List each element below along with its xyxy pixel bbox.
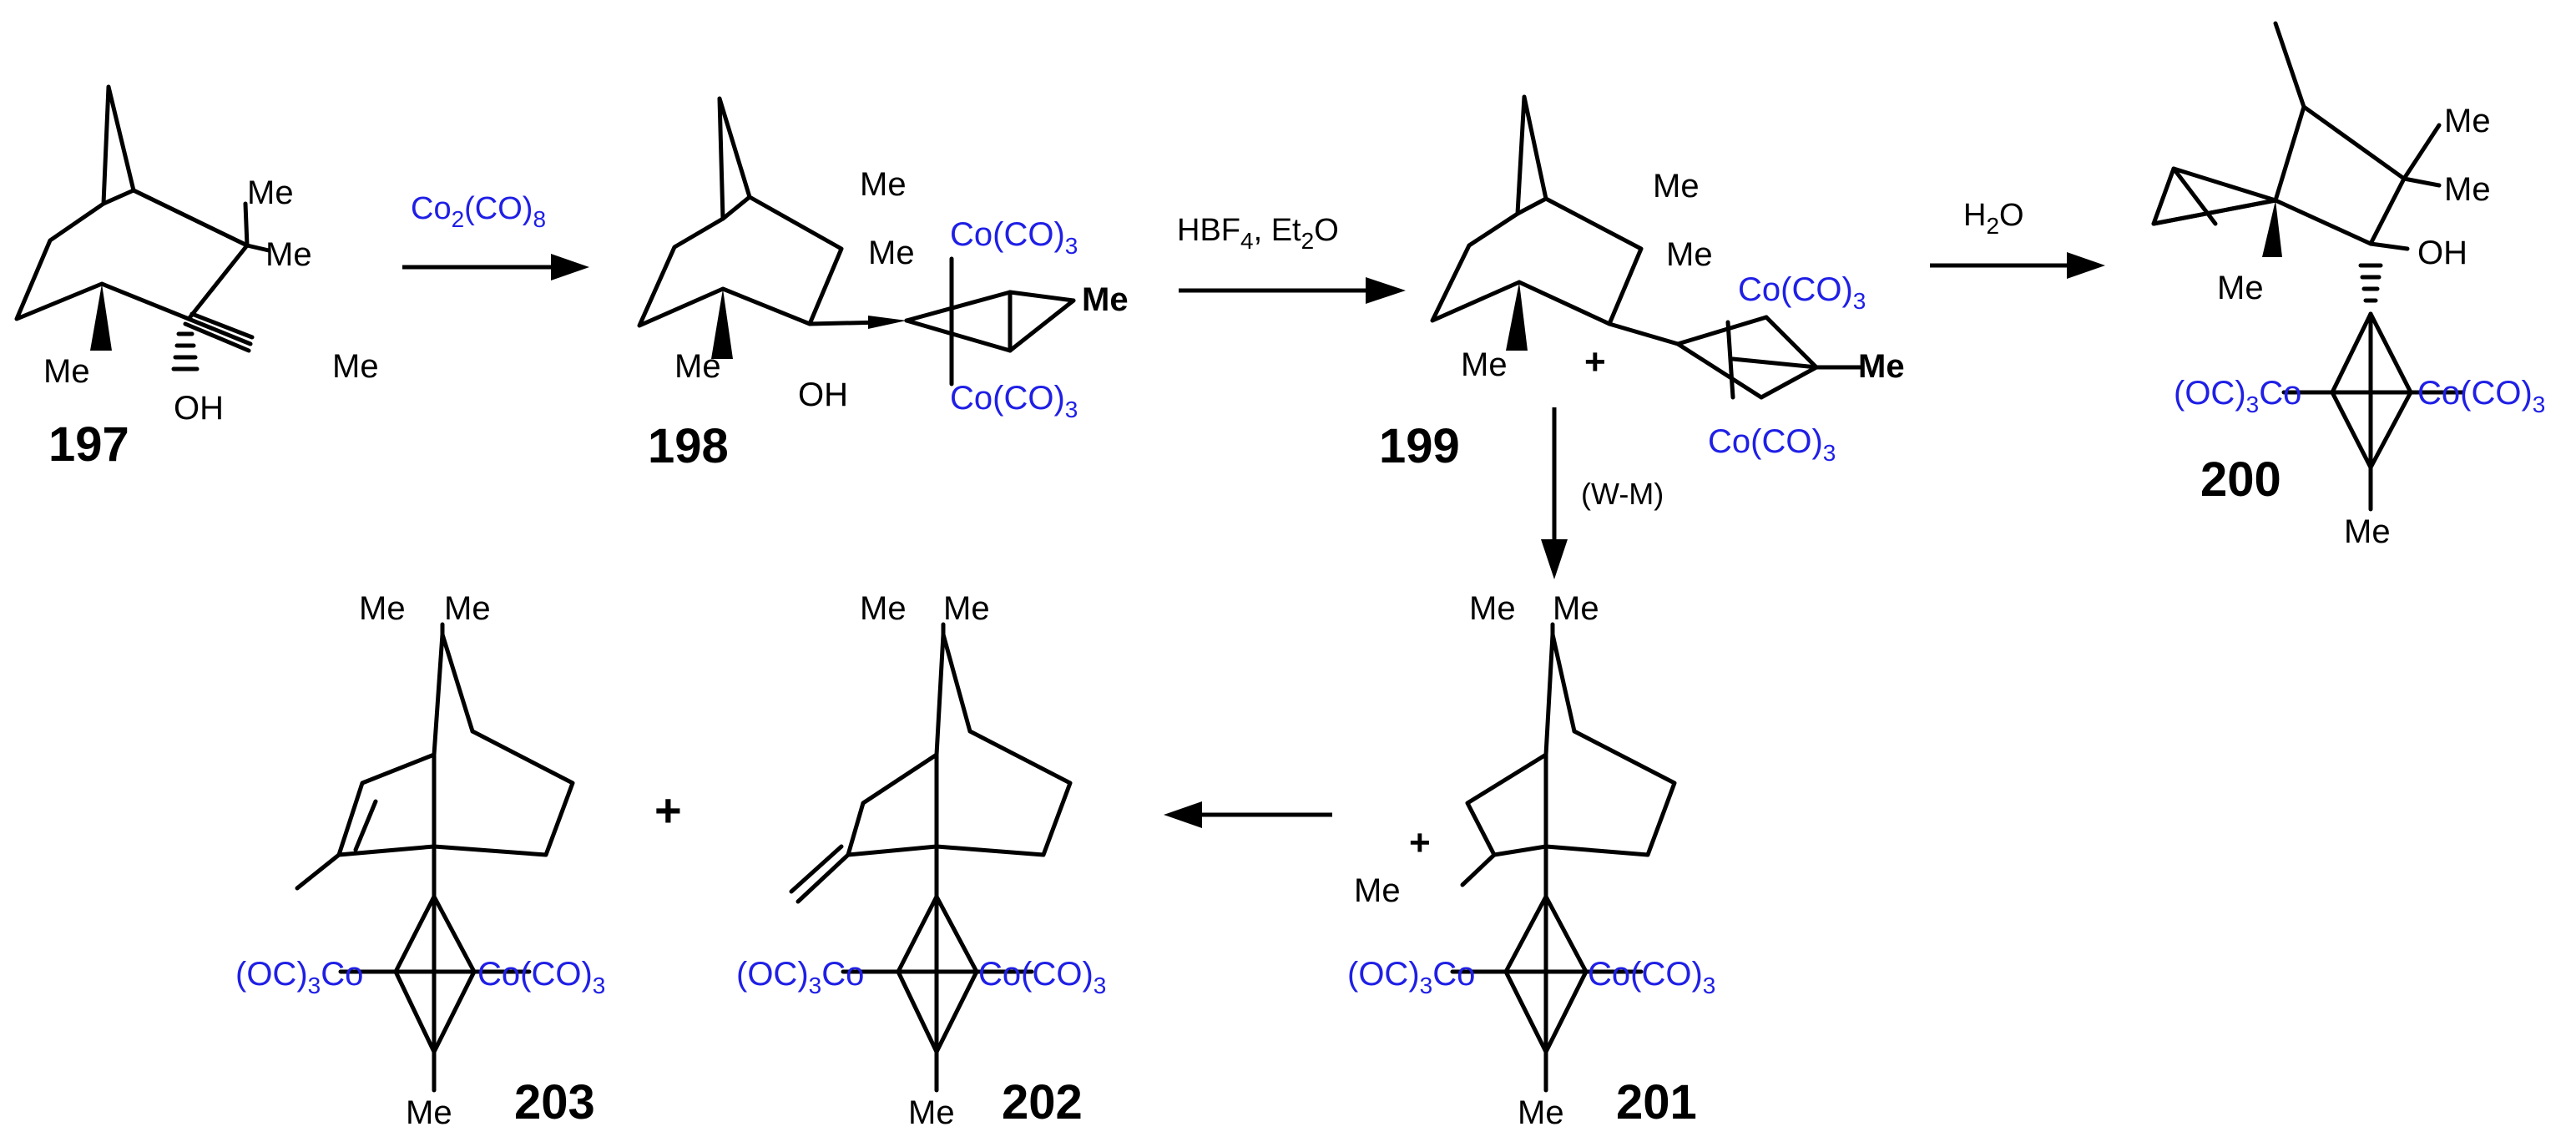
compound-197-me-top: Me: [247, 174, 294, 211]
arrow-198-to-199-head: [1366, 277, 1406, 304]
compound-198-co-bottom: Co(CO)3: [950, 380, 1078, 422]
compound-199-me-bridgehead: Me: [1461, 346, 1508, 383]
compound-199-co-top: Co(CO)3: [1738, 271, 1866, 314]
compound-203-me-top-left: Me: [359, 590, 406, 627]
compound-202-co-left: (OC)3Co: [736, 956, 864, 998]
compound-203-co-right: Co(CO)3: [477, 956, 605, 998]
compound-197-me-bridgehead: Me: [43, 353, 90, 390]
compound-203-label: 203: [514, 1075, 595, 1129]
compound-199-me-top: Me: [1653, 168, 1700, 205]
compound-200-me-bridgehead: Me: [2217, 270, 2264, 306]
compound-199-label: 199: [1379, 419, 1460, 473]
compound-198-me-alkyne: Me: [1082, 281, 1129, 318]
compound-201-me-top-left: Me: [1469, 590, 1516, 627]
compound-201-co-left: (OC)3Co: [1347, 956, 1475, 998]
plus-sign: +: [654, 784, 682, 836]
compound-200-co-left: (OC)3Co: [2174, 375, 2301, 417]
compound-200-label: 200: [2200, 452, 2281, 507]
compound-200-me-mid: Me: [2444, 171, 2491, 208]
reagent-step2: HBF4, Et2O: [1177, 213, 1339, 254]
reagent-wm: (W-M): [1581, 477, 1664, 511]
compound-199-cation: +: [1584, 341, 1606, 382]
compound-201-structure: [1450, 622, 1677, 1093]
compound-199-structure: [1430, 94, 1864, 400]
compound-198-me-bridgehead: Me: [674, 348, 721, 385]
reagent-step3: H2O: [1963, 198, 2024, 239]
compound-202-me-top-right: Me: [943, 590, 990, 627]
compound-201-me-bottom: Me: [1518, 1094, 1564, 1131]
compound-197-oh: OH: [174, 390, 224, 427]
compound-200-co-right: Co(CO)3: [2417, 375, 2545, 417]
compound-200-structure: [2151, 21, 2465, 512]
arrow-199-to-200-head: [2067, 252, 2105, 279]
compound-199-me-mid: Me: [1666, 236, 1713, 273]
compound-197-structure: [14, 84, 271, 371]
compound-198-structure: [637, 96, 1076, 387]
compound-200-me-top: Me: [2444, 103, 2491, 139]
compound-203-me-top-right: Me: [444, 590, 491, 627]
compound-200-me-bottom: Me: [2344, 513, 2391, 550]
compound-198-label: 198: [648, 419, 729, 473]
compound-201-me-left: Me: [1354, 872, 1401, 909]
compound-199-me-alkyne: Me: [1858, 348, 1905, 385]
compound-201-label: 201: [1616, 1075, 1697, 1129]
compound-202-structure: [789, 622, 1073, 1093]
compound-203-structure: [295, 622, 575, 1093]
compound-199-co-bottom: Co(CO)3: [1708, 423, 1836, 466]
compound-197-label: 197: [48, 417, 129, 472]
compound-198-me-top: Me: [860, 166, 907, 203]
compound-203-me-bottom: Me: [406, 1094, 452, 1131]
arrow-199-to-201-head: [1541, 539, 1568, 579]
arrow-201-to-202-head: [1164, 801, 1202, 828]
compound-203-co-left: (OC)3Co: [235, 956, 363, 998]
compound-202-me-bottom: Me: [908, 1094, 955, 1131]
compound-201-me-top-right: Me: [1553, 590, 1599, 627]
compound-201-co-right: Co(CO)3: [1588, 956, 1715, 998]
reagent-step1: Co2(CO)8: [411, 191, 546, 232]
compound-197-me-mid: Me: [265, 236, 312, 273]
compound-201-cation: +: [1409, 822, 1431, 863]
compound-198-oh: OH: [798, 376, 848, 413]
compound-202-co-right: Co(CO)3: [978, 956, 1106, 998]
compound-197-me-alkyne: Me: [332, 348, 379, 385]
compound-202-me-top-left: Me: [860, 590, 907, 627]
compound-198-me-mid: Me: [868, 235, 915, 271]
compound-200-oh: OH: [2417, 235, 2467, 271]
arrow-197-to-198-head: [551, 254, 589, 280]
compound-202-label: 202: [1002, 1075, 1083, 1129]
compound-198-co-top: Co(CO)3: [950, 216, 1078, 259]
